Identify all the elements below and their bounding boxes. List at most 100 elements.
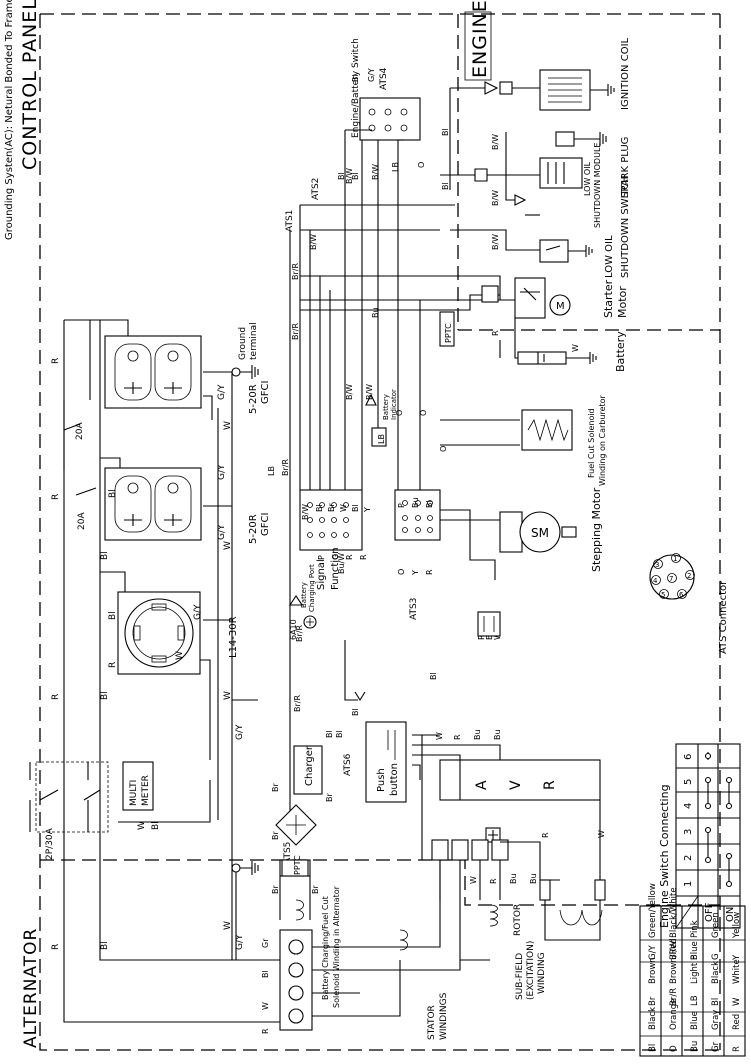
section-boundaries (39, 13, 721, 1051)
wire-label-bl6: Bl (151, 821, 161, 830)
stepping-motor-label: Stepping Motor (590, 487, 603, 572)
wire-label-w9: W (435, 732, 444, 740)
legend-r0-c1: Black (648, 1007, 658, 1030)
wire-label-gy4: G/Y (235, 724, 245, 740)
low-oil-module-label-1: LOW OIL (583, 161, 592, 196)
wire-label-bw1: B/W (309, 234, 318, 250)
avr-label-a: A (474, 780, 490, 790)
wire-label-w1: W (223, 421, 233, 430)
sub-field-label-2: (EXCITATION) (526, 941, 536, 1000)
wire-label-bl4: Bl (108, 489, 118, 498)
wire-label-w11: W (597, 830, 606, 838)
legend-r3-c3: Black (711, 961, 721, 984)
ats-pin-2: 2 (687, 572, 691, 580)
fuel-cut-solenoid: Fuel Cut Solenoid Winding on Carburetor (521, 394, 607, 486)
wire-label-bu1: Bu (371, 307, 380, 318)
ats-pin-4: 4 (653, 577, 658, 585)
wire-label-w3: W (223, 691, 233, 700)
wire-label-bw7: B/W (491, 190, 500, 206)
starter-motor-symbol: M (556, 301, 565, 312)
switch-col-2: 2 (683, 855, 694, 861)
gfci-bottom: 5-20R GFCI (104, 467, 271, 544)
ats-labels: ATS1 ATS2 ATS3 ATS5 ATS6 (283, 178, 419, 864)
wire-label-r4: R (51, 944, 61, 950)
stator-label-2: WINDINGS (439, 992, 449, 1040)
wire-label-bl19: Bl (261, 970, 270, 978)
wire-label-bl7: Bl (351, 172, 360, 180)
wire-label-brr4: Br/R (295, 625, 304, 642)
wire-label-bl8: Bl (337, 172, 346, 180)
low-oil-switch-label-1: LOW OIL (604, 235, 615, 278)
switch-col-1: 1 (683, 881, 694, 887)
ats-connector-label: ATS Connector (718, 580, 729, 654)
legend-r4-c5: Yellow (732, 912, 742, 939)
wire-label-r6: R (491, 330, 500, 336)
legend-r0-c3: Brown (648, 957, 658, 984)
wire-label-o1: O (417, 162, 426, 168)
wire-label-w12: W (261, 1002, 270, 1010)
legend-r4-c3: White (732, 959, 742, 984)
multimeter-label-1: MULTI (129, 780, 139, 806)
ats-connector: 1 2 3 4 5 6 7 ATS Connector (649, 553, 729, 654)
ats3-connector (477, 611, 501, 637)
ats-pin-1: 1 (673, 555, 677, 563)
breakers-20a: 20A 20A (63, 400, 97, 530)
gfci-bottom-label-1: 5-20R (248, 514, 259, 544)
grounding-note: Grounding Systen(AC): Netural Bonded To … (4, 0, 15, 240)
engine-battery-switch-label: Engine/Battery Switch (351, 38, 361, 138)
spark-plug-label: SPARK PLUG (620, 137, 631, 198)
wire-labels-panel: R R R R Bl Bl Bl W W W W G/Y G/Y G/Y G/Y… (51, 358, 245, 950)
wire-labels-harness: Br/R Br/R B/W B/W B/W B/W Bl Bl B/W LB O… (261, 68, 606, 1034)
stepping-motor: SM Stepping Motor (499, 487, 603, 572)
gfci-top-label-2: GFCI (260, 381, 271, 404)
titles: Grounding Systen(AC): Netural Bonded To … (4, 0, 492, 1048)
ats-pin-3: 3 (655, 561, 659, 569)
sub-field-label-3: WINDING (537, 952, 547, 994)
wire-label-buw1: Bu/W (337, 553, 346, 574)
wire-label-bl13: Bl (351, 504, 360, 512)
wire-label-bw9: B/W (301, 504, 310, 520)
ground-label-2: terminal (249, 322, 259, 360)
legend-r1-c3: Brown/Red (669, 938, 679, 984)
push-button-label-1: Push (376, 768, 387, 792)
legend-r1-c2: Br/R (669, 988, 679, 1006)
gfci-top-label-1: 5-20R (248, 384, 259, 414)
push-button-label-2: button (389, 763, 400, 796)
wire-label-w4: W (223, 921, 233, 930)
wire-label-lb2: LB (377, 434, 386, 444)
wire-label-bl5: Bl (108, 611, 118, 620)
wire-label-bw8: B/W (491, 234, 500, 250)
wire-label-br5: Br (271, 885, 280, 894)
ats2-label: ATS2 (311, 178, 321, 200)
ats1-label: ATS1 (285, 210, 295, 232)
wire-label-w6: W (137, 821, 147, 830)
legend-r4-c2: W (732, 997, 742, 1006)
switch-row-on: ON (725, 907, 736, 922)
low-oil-shutdown-module: LOW OIL SHUTDOWN MODULE SHUTDOWN SWITCH (539, 143, 631, 278)
wire-label-o5: O (397, 569, 406, 575)
wire-label-bw5: B/W (371, 164, 380, 180)
charger: Charger (293, 745, 323, 795)
wire-label-bl12: Bl (315, 504, 324, 512)
wire-label-o3: O (439, 446, 448, 452)
wire-label-g1: G (331, 554, 340, 560)
ignition-coil-label: IGNITION COIL (620, 37, 631, 110)
wire-label-bl14: Bl (425, 500, 434, 508)
wire-label-gr1: Gr (261, 938, 270, 948)
legend-r0-c5: Green/Yellow (648, 883, 658, 938)
legend-r2-c1: Blue (690, 1011, 700, 1030)
legend-r2-c0: Bu (690, 1041, 700, 1052)
wire-label-brr2: Br/R (291, 323, 300, 340)
avr-label-r: R (542, 780, 558, 790)
charging-winding-label-1: Battery Charging/Fuel Cut (321, 896, 330, 1000)
low-oil-module-label-2: SHUTDOWN MODULE (593, 143, 602, 228)
low-oil-switch-side-label: SHUTDOWN SWITCH (620, 175, 631, 278)
wire-label-p2: P (317, 555, 326, 560)
sub-field-label-1: SUB-FIELD (515, 953, 525, 1000)
power-wiring (29, 319, 285, 1023)
wire-label-w5: W (175, 651, 185, 660)
l14-label: L14-30R (228, 616, 239, 658)
legend-r4-c0: R (732, 1046, 742, 1052)
fuse-6a10-label: 6A10 (289, 619, 298, 640)
